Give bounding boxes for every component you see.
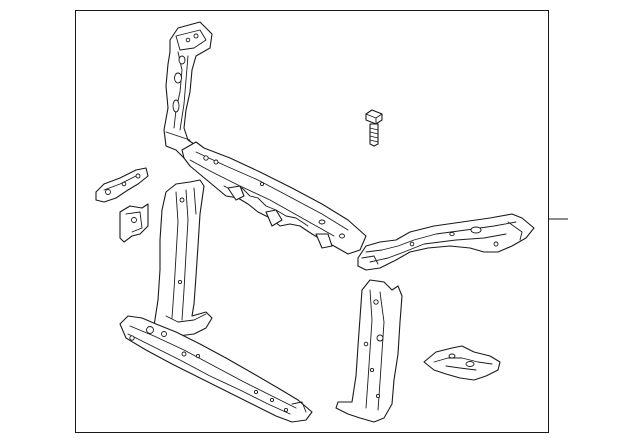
- right-side-support: [335, 279, 403, 423]
- upper-tie-bar-right-bracket: [357, 213, 535, 271]
- diagram-frame: [75, 10, 549, 433]
- small-bracket-left-upper: [95, 167, 149, 203]
- lower-tie-bar: [119, 315, 313, 423]
- hood-latch-bracket: [423, 345, 501, 381]
- small-bracket-left-lower: [119, 203, 149, 243]
- upper-tie-bar: [181, 141, 367, 255]
- upper-tie-bar-left-support: [163, 21, 213, 159]
- bolt: [365, 109, 383, 147]
- left-side-support: [153, 179, 213, 337]
